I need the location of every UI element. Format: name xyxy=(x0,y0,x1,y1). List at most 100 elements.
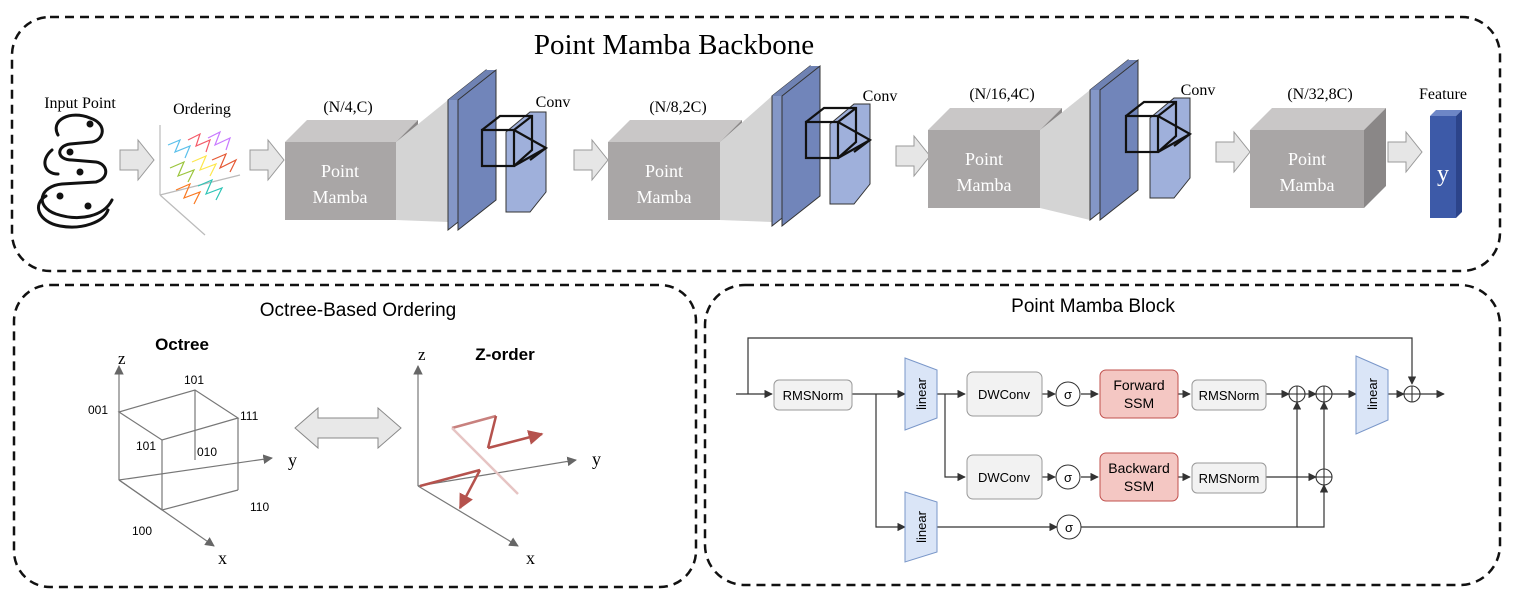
rmsnorm-input-label: RMSNorm xyxy=(783,388,844,403)
snake-icon xyxy=(36,113,114,229)
rmsnorm-input-box[interactable] xyxy=(773,379,853,411)
stage-1-box-front[interactable] xyxy=(285,142,396,220)
conv-3-slab-side xyxy=(1099,58,1139,222)
stage-4: (N/32,8C) Point Mamba xyxy=(1250,86,1386,208)
conv-3-funnel xyxy=(1040,90,1090,220)
zorder-axis-z: z xyxy=(418,345,426,364)
octree-axis-y: y xyxy=(288,450,297,470)
rmsnorm-backward-box[interactable] xyxy=(1191,462,1267,494)
conv-2-slab-side xyxy=(781,64,821,228)
stage-3-dims: (N/16,4C) xyxy=(969,86,1034,103)
sigma-gate-label: σ xyxy=(1065,520,1073,535)
sigma-forward-node xyxy=(1055,381,1081,407)
stage-3: (N/16,4C) Point Mamba xyxy=(928,86,1062,208)
stage-3-box-top xyxy=(928,108,1062,130)
sigma-backward-label: σ xyxy=(1064,470,1072,485)
backward-ssm-line1: Backward xyxy=(1108,460,1169,476)
octree-panel: Octree-Based Ordering Octree z y x 101 0… xyxy=(12,283,698,589)
conv-3-slab-top xyxy=(1090,60,1138,90)
block-arrow-4 xyxy=(895,134,931,178)
conv-2-funnel xyxy=(720,96,772,222)
backbone-panel-border xyxy=(10,15,1502,273)
stage-1-label-line2: Mamba xyxy=(313,187,368,207)
dwconv-forward-label: DWConv xyxy=(978,387,1031,402)
conv-2-output xyxy=(829,103,871,205)
stage-1-dims: (N/4,C) xyxy=(323,99,372,116)
linear-output-block[interactable] xyxy=(1355,355,1389,435)
stage-1: (N/4,C) Point Mamba xyxy=(285,99,418,220)
feature-bar-side xyxy=(1456,110,1462,218)
feature-bar-front[interactable] xyxy=(1430,116,1456,218)
plus-node-1 xyxy=(1288,385,1306,403)
backward-ssm-line2: SSM xyxy=(1124,478,1154,494)
conv-2-label: Conv xyxy=(863,88,898,105)
conv-3-kernel xyxy=(1124,100,1193,154)
code-middle: 010 xyxy=(197,445,217,459)
linear-bottom-block[interactable] xyxy=(904,491,938,563)
feature-symbol: y xyxy=(1437,161,1449,187)
rmsnorm-backward-label: RMSNorm xyxy=(1199,471,1260,486)
backbone-panel: Point Mamba Backbone Input Point Orderin… xyxy=(10,15,1502,273)
octree-title: Octree xyxy=(155,335,209,354)
block-arrow-3 xyxy=(573,138,609,182)
linear-bottom-label: linear xyxy=(914,510,929,542)
stage-3-label-line1: Point xyxy=(965,149,1003,169)
stage-2-box-top xyxy=(608,120,742,142)
octree-axis-z: z xyxy=(118,349,126,368)
sigma-forward-label: σ xyxy=(1064,387,1072,402)
plus-node-residual xyxy=(1403,385,1421,403)
stage-4-label-line2: Mamba xyxy=(1280,175,1335,195)
stage-3-box-front[interactable] xyxy=(928,130,1040,208)
conv-1-funnel xyxy=(396,100,448,222)
stage-1-label-line1: Point xyxy=(321,161,359,181)
plus-node-2 xyxy=(1315,385,1333,403)
mamba-block-title: Point Mamba Block xyxy=(1011,296,1175,317)
dwconv-backward-box[interactable] xyxy=(966,454,1043,500)
conv-1-kernel xyxy=(480,114,549,168)
ordering-label: Ordering xyxy=(173,101,231,118)
dwconv-backward-label: DWConv xyxy=(978,470,1031,485)
backward-ssm-box[interactable] xyxy=(1099,452,1179,502)
linear-top-block[interactable] xyxy=(904,357,938,431)
forward-ssm-box[interactable] xyxy=(1099,369,1179,419)
conv-2-kernel xyxy=(804,106,873,160)
zorder-path xyxy=(419,414,544,510)
mamba-block-panel: Point Mamba Block xyxy=(703,283,1502,587)
stage-4-box-top xyxy=(1250,108,1386,130)
code-top: 101 xyxy=(184,373,204,387)
stage-4-box-front[interactable] xyxy=(1250,130,1364,208)
code-left-top: 001 xyxy=(88,403,108,417)
stage-4-label-line1: Point xyxy=(1288,149,1326,169)
forward-ssm-line2: SSM xyxy=(1124,395,1154,411)
octree-panel-border xyxy=(12,283,698,589)
stage-4-dims: (N/32,8C) xyxy=(1287,86,1352,103)
stage-2-box-front[interactable] xyxy=(608,142,720,220)
dwconv-forward-box[interactable] xyxy=(966,371,1043,417)
mamba-connectors xyxy=(736,337,1445,532)
conv-1: Conv xyxy=(396,68,571,232)
code-right-bottom: 110 xyxy=(250,500,269,514)
linear-output-label: linear xyxy=(1365,377,1380,409)
feature-label: Feature xyxy=(1419,86,1467,103)
conv-1-label: Conv xyxy=(536,94,571,111)
zorder-axis-y: y xyxy=(592,449,601,469)
stage-4-box-side xyxy=(1364,108,1386,208)
stage-2-dims: (N/8,2C) xyxy=(649,99,706,116)
block-arrow-1 xyxy=(119,138,155,182)
rmsnorm-forward-box[interactable] xyxy=(1191,379,1267,411)
stage-2-label-line2: Mamba xyxy=(637,187,692,207)
feature-bar-top xyxy=(1430,110,1462,116)
conv-1-slab-side xyxy=(457,68,497,232)
block-arrow-2 xyxy=(249,138,285,182)
octree-axis-x: x xyxy=(218,548,227,568)
zorder-title: Z-order xyxy=(475,345,535,364)
block-arrow-6 xyxy=(1387,130,1423,174)
zorder-axes xyxy=(413,365,577,547)
conv-3-output xyxy=(1149,97,1191,199)
linear-top-label: linear xyxy=(914,377,929,409)
zorder-axis-x: x xyxy=(526,548,535,568)
sigma-gate-node xyxy=(1056,514,1082,540)
backbone-title: Point Mamba Backbone xyxy=(534,29,814,61)
feature-output: Feature y xyxy=(1419,86,1467,218)
conv-3: Conv xyxy=(1040,58,1215,222)
